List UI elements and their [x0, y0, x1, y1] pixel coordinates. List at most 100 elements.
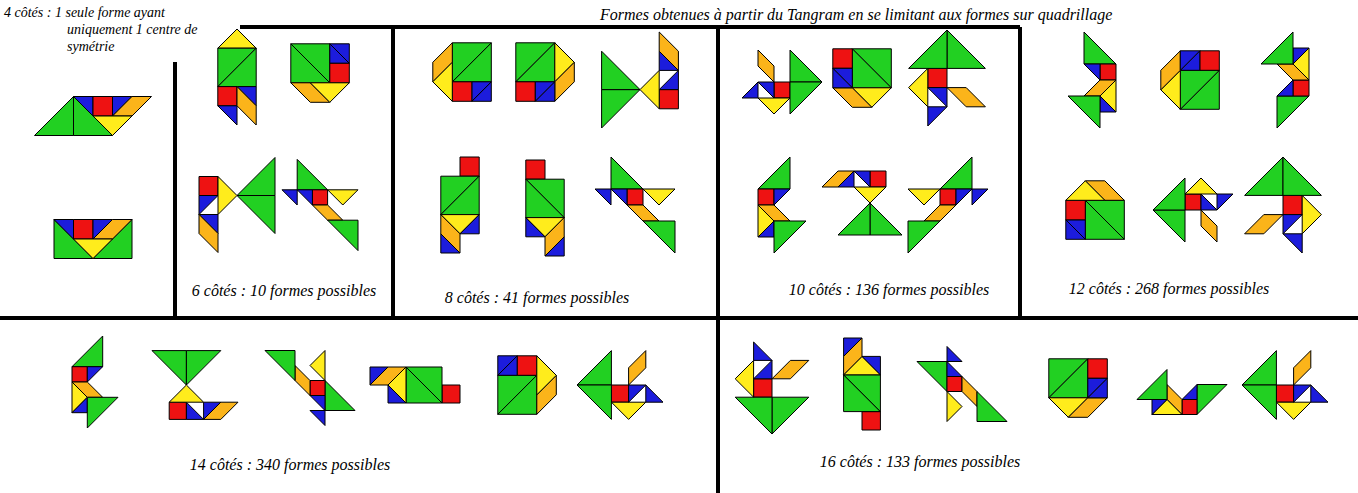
tangram-piece	[758, 98, 790, 114]
tangram-piece	[237, 158, 275, 196]
tangram-piece	[169, 402, 186, 419]
tangram-piece	[498, 375, 537, 414]
tangram-piece	[1085, 200, 1124, 239]
tangram-piece	[1182, 385, 1197, 400]
tangram-piece	[909, 30, 947, 68]
tangram-figures	[35, 29, 1329, 434]
tangram-piece	[735, 397, 772, 434]
panel-caption-box: 14 côtés : 340 formes possibles	[160, 455, 420, 474]
tangram-piece	[328, 220, 358, 250]
tangram-piece	[472, 82, 492, 102]
tangram-piece	[370, 367, 406, 385]
tangram-piece	[947, 347, 962, 362]
tangram-piece	[1294, 385, 1311, 402]
tangram-piece	[1068, 96, 1100, 128]
tangram-piece	[291, 44, 330, 83]
tangram-piece	[545, 218, 564, 256]
tangram-piece	[441, 215, 460, 253]
tangram-piece	[577, 351, 611, 385]
tangram-piece	[186, 351, 220, 385]
tangram-piece	[908, 189, 940, 205]
tangram-piece	[1217, 194, 1233, 210]
tangram-piece	[295, 366, 310, 396]
tangram-piece	[72, 397, 87, 412]
tangram-piece	[526, 179, 564, 217]
tangram-piece	[237, 196, 275, 234]
tangram-piece	[640, 70, 659, 108]
tangram-piece	[113, 97, 152, 117]
tangram-piece	[659, 32, 678, 70]
tangram-piece	[1185, 178, 1217, 194]
tangram-piece	[1182, 400, 1197, 415]
tangram-piece	[754, 360, 772, 378]
tangram-piece	[1180, 70, 1219, 109]
tangram-piece	[406, 367, 442, 403]
tangram-piece	[611, 385, 628, 402]
tangram-piece	[1085, 200, 1124, 239]
tangram-piece	[790, 50, 822, 82]
separator-line	[0, 316, 1358, 320]
tangram-piece	[790, 82, 822, 114]
tangram-piece	[1242, 385, 1276, 419]
tangram-piece	[735, 360, 753, 397]
tangram-figure	[441, 157, 479, 253]
tangram-piece	[947, 377, 962, 392]
tangram-piece	[93, 220, 132, 240]
tangram-piece	[72, 367, 87, 382]
tangram-figure	[735, 342, 809, 434]
tangram-piece	[1153, 210, 1185, 242]
tangram-piece	[956, 189, 972, 205]
tangram-piece	[611, 157, 643, 189]
tangram-piece	[862, 356, 880, 374]
tangram-figure	[199, 158, 275, 253]
separator-lines	[0, 27, 1358, 493]
tangram-figure	[370, 367, 460, 403]
tangram-piece	[1283, 234, 1302, 253]
tangram-figure	[1261, 32, 1309, 128]
separator-line	[240, 25, 1020, 29]
panel-caption: 14 côtés : 340 formes possibles	[160, 455, 420, 474]
tangram-piece	[1068, 398, 1107, 418]
tangram-piece	[1311, 385, 1328, 402]
tangram-piece	[1100, 96, 1116, 112]
tangram-piece	[774, 189, 790, 205]
tangram-figure	[291, 44, 350, 103]
tangram-figure	[758, 157, 806, 253]
tangram-piece	[498, 356, 518, 376]
tangram-piece	[1066, 220, 1086, 240]
tangram-piece	[1049, 359, 1088, 398]
tangram-piece	[947, 362, 962, 377]
separator-line	[1018, 27, 1022, 318]
tangram-figure	[526, 160, 564, 256]
tangram-piece	[602, 51, 640, 89]
tangram-piece	[218, 48, 256, 86]
tangram-piece	[204, 402, 238, 419]
tangram-figure	[1066, 181, 1125, 240]
tangram-piece	[862, 412, 880, 430]
tangram-piece	[924, 205, 956, 221]
tangram-piece	[852, 49, 891, 88]
tangram-figure	[1242, 351, 1328, 420]
tangram-piece	[917, 362, 947, 392]
tangram-figure	[498, 356, 557, 415]
tangram-piece	[947, 30, 985, 68]
tangram-piece	[928, 107, 947, 126]
tangram-piece	[1277, 96, 1309, 128]
tangram-piece	[1283, 157, 1321, 195]
tangram-figure	[1161, 51, 1220, 110]
tangram-figure	[577, 351, 663, 420]
tangram-piece	[535, 82, 555, 102]
tangram-piece	[838, 203, 870, 235]
tangram-figure	[35, 97, 152, 136]
tangram-piece	[643, 221, 675, 253]
tangram-piece	[388, 385, 406, 403]
tangram-piece	[1084, 32, 1116, 64]
heading-box: Formes obtenues à partir du Tangram en s…	[600, 5, 1300, 24]
tangram-piece	[1100, 64, 1116, 80]
tangram-piece	[833, 68, 853, 88]
tangram-piece	[441, 176, 479, 214]
panel-caption-box: 12 côtés : 268 formes possibles	[1039, 279, 1299, 298]
tangram-piece	[330, 44, 350, 64]
tangram-piece	[758, 157, 790, 189]
tangram-piece	[218, 29, 256, 48]
